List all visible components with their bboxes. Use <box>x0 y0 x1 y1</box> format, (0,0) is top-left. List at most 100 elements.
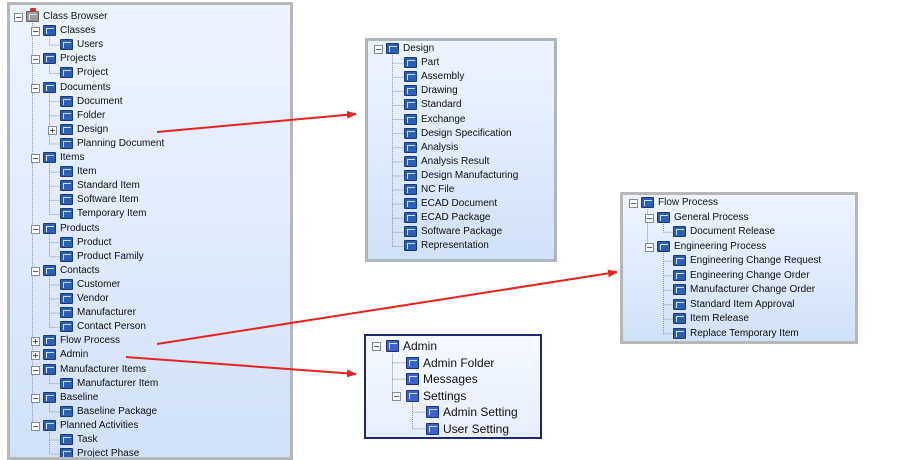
collapse-icon[interactable]: − <box>31 266 40 276</box>
collapse-icon[interactable]: − <box>31 154 40 163</box>
class-node-icon <box>406 389 419 402</box>
class-node-icon <box>404 85 417 97</box>
collapse-icon[interactable]: − <box>31 27 40 37</box>
class-node-icon <box>60 123 73 135</box>
class-node-icon <box>60 434 73 445</box>
class-node-icon <box>404 113 417 125</box>
class-node-icon <box>404 71 417 83</box>
class-node-icon <box>60 39 73 51</box>
class-node-icon <box>60 180 73 192</box>
tree-node-label: Flow Process <box>60 335 121 347</box>
collapse-icon[interactable]: − <box>31 393 40 403</box>
tree-node-label: Design Specification <box>421 127 512 139</box>
tree-node-label: Classes <box>60 25 96 37</box>
class-node-icon <box>43 335 56 347</box>
tree-node-label: Replace Temporary Item <box>690 327 799 339</box>
class-node-icon <box>60 293 73 304</box>
class-node-icon <box>673 226 686 237</box>
tree-node-label: Baseline Package <box>77 405 158 417</box>
class-node-icon <box>673 327 686 339</box>
class-node-icon <box>60 194 73 206</box>
tree-node-label: Contacts <box>60 264 100 276</box>
tree-node-label: ECAD Package <box>421 212 491 224</box>
class-node-icon <box>404 127 417 139</box>
tree-node-label: Product <box>77 236 112 248</box>
collapse-icon[interactable]: − <box>392 391 401 401</box>
class-node-icon <box>43 349 56 361</box>
class-node-icon <box>657 240 670 252</box>
tree-node-label: Planning Document <box>77 137 165 149</box>
class-node-icon <box>426 422 439 435</box>
tree-guide-lines <box>392 353 426 430</box>
tree-node-label: Manufacturer Items <box>60 363 147 375</box>
tree-node-label: Representation <box>421 240 489 252</box>
tree-node-label: Contact Person <box>77 321 146 333</box>
tree-node-label: Item <box>77 166 97 178</box>
tree-node-label: Customer <box>77 278 121 290</box>
collapse-icon[interactable]: − <box>31 421 40 431</box>
class-node-icon <box>404 169 417 181</box>
class-node-icon <box>60 166 73 178</box>
collapse-icon[interactable]: − <box>372 342 381 351</box>
tree-node-label: Document Release <box>690 226 776 237</box>
tree-node-label: Messages <box>423 372 478 386</box>
tree-node-label: Engineering Change Order <box>690 269 810 281</box>
class-node-icon <box>60 405 73 417</box>
collapse-icon[interactable]: − <box>31 365 40 375</box>
expand-icon[interactable]: + <box>31 351 40 361</box>
tree-node-label: Standard <box>421 99 462 111</box>
tree-node-label: Document <box>77 95 123 107</box>
collapse-icon[interactable]: − <box>645 242 654 252</box>
tree-node-label: Flow Process <box>658 197 719 208</box>
collapse-icon[interactable]: − <box>31 224 40 234</box>
class-node-icon <box>406 373 419 385</box>
tree-node-label: Manufacturer Item <box>77 377 159 389</box>
arrow-admin <box>125 356 357 378</box>
class-node-icon <box>60 95 73 107</box>
class-node-icon <box>673 284 686 295</box>
tree-node-label: Design <box>77 123 109 135</box>
tree-node-label: Products <box>60 222 100 234</box>
tree-node-label: Engineering Change Request <box>690 255 822 266</box>
class-node-icon <box>673 313 686 324</box>
class-node-icon <box>673 255 686 266</box>
class-node-icon <box>673 298 686 310</box>
tree-node-label: Vendor <box>77 293 109 304</box>
tree-node-label: Admin <box>60 349 89 361</box>
tree-node-label: ECAD Document <box>421 198 498 210</box>
class-node-icon <box>404 141 417 153</box>
collapse-icon[interactable]: − <box>14 13 23 22</box>
class-node-icon <box>404 184 417 195</box>
tree-node-label: Temporary Item <box>77 208 147 220</box>
class-node-icon <box>60 109 73 121</box>
tree-node-label: Drawing <box>421 85 458 97</box>
collapse-icon[interactable]: − <box>31 55 40 65</box>
collapse-icon[interactable]: − <box>629 199 638 208</box>
collapse-icon[interactable]: − <box>645 213 654 223</box>
class-node-icon <box>673 269 686 281</box>
tree-node-label: Users <box>77 39 104 51</box>
class-node-icon <box>60 67 73 79</box>
class-node-icon <box>43 391 56 403</box>
tree-node-label: Manufacturer Change Order <box>690 284 816 295</box>
collapse-icon[interactable]: − <box>374 45 383 54</box>
expand-icon[interactable]: + <box>31 337 40 347</box>
class-node-icon <box>657 211 670 223</box>
expand-icon[interactable]: + <box>48 125 57 135</box>
class-node-icon <box>404 57 417 69</box>
class-node-icon <box>60 278 73 290</box>
class-node-icon <box>43 81 56 93</box>
class-node-icon <box>43 222 56 234</box>
arrow-flow-process <box>156 269 618 345</box>
class-node-icon <box>43 264 56 276</box>
class-node-icon <box>60 250 73 262</box>
tree-node-label: Baseline <box>60 391 99 403</box>
tree-node-label: Project <box>77 67 109 79</box>
class-node-icon <box>43 419 56 431</box>
collapse-icon[interactable]: − <box>31 83 40 93</box>
class-node-icon <box>386 43 399 54</box>
class-node-icon <box>43 25 56 37</box>
